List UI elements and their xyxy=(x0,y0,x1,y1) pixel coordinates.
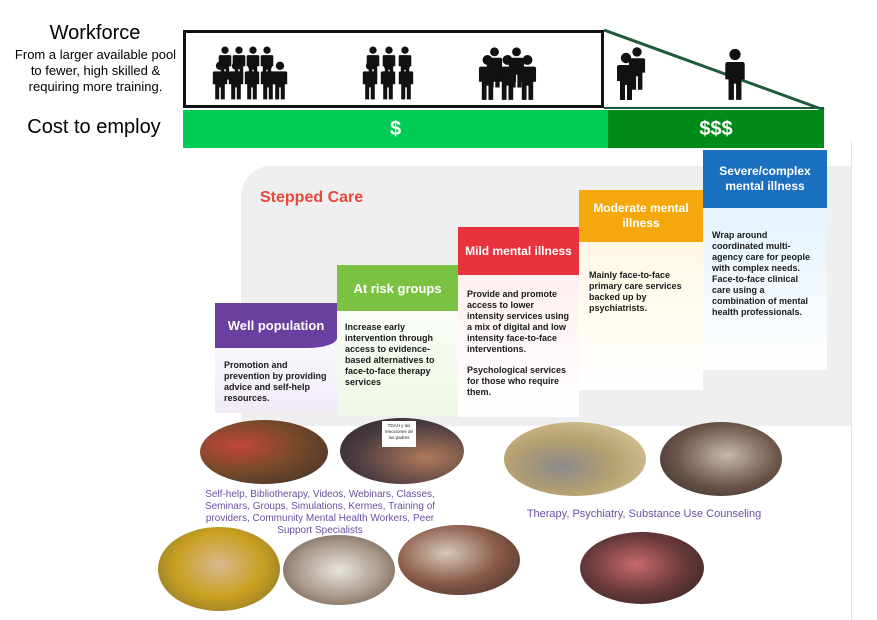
high-intensity-caption: Therapy, Psychiatry, Substance Use Couns… xyxy=(526,508,762,520)
stepped-care-title: Stepped Care xyxy=(260,189,364,206)
step-body-severe-complex-mental-illness: Wrap around coordinated multi-agency car… xyxy=(712,230,811,317)
psychiatry-photo xyxy=(660,422,782,496)
cost-low-bar: $ xyxy=(183,110,608,148)
small-group-icon xyxy=(478,47,537,100)
step-at-risk-groups: At risk groups Increase early interventi… xyxy=(337,265,458,415)
single-person-icon xyxy=(725,48,745,100)
step-body-moderate-mental-illness: Mainly face-to-face primary care service… xyxy=(589,270,682,313)
cost-high-bar: $$$ xyxy=(608,110,824,148)
step-mild-mental-illness: Mild mental illness Provide and promote … xyxy=(458,227,579,417)
step-header-mild-mental-illness: Mild mental illness xyxy=(458,227,579,275)
low-intensity-caption: Self-help, Bibliotherapy, Videos, Webina… xyxy=(204,489,436,536)
therapy-session-photo xyxy=(504,422,646,496)
training-photo xyxy=(398,525,520,595)
workforce-title: Workforce xyxy=(49,22,141,44)
counseling-photo xyxy=(580,532,704,604)
step-moderate-mental-illness: Moderate mental illness Mainly face-to-f… xyxy=(579,190,703,390)
step-header-severe-complex-mental-illness: Severe/complex mental illness xyxy=(703,150,827,208)
step-severe-complex-mental-illness: Severe/complex mental illness Wrap aroun… xyxy=(703,150,827,370)
community-health-workers-photo xyxy=(158,527,280,611)
step-well-population: Well population Promotion and prevention… xyxy=(215,303,337,413)
large-crowd-icon xyxy=(212,46,288,100)
cost-to-employ-label: Cost to employ xyxy=(27,116,161,138)
step-header-well-population: Well population xyxy=(215,303,337,348)
tv-screen-sign: TDAH y las emociones de los padres xyxy=(382,421,416,447)
medium-crowd-icon xyxy=(362,46,414,100)
taper-outline xyxy=(604,28,825,112)
group-class-photo xyxy=(283,535,395,605)
step-header-moderate-mental-illness: Moderate mental illness xyxy=(579,190,703,242)
webinar-photo: TDAH y las emociones de los padres xyxy=(340,418,464,484)
step-body2-mild-mental-illness: Psychological services for those who req… xyxy=(467,365,567,397)
step-body-at-risk-groups: Increase early intervention through acce… xyxy=(345,322,435,387)
step-header-at-risk-groups: At risk groups xyxy=(337,265,458,311)
step-body-well-population: Promotion and prevention by providing ad… xyxy=(224,360,327,403)
workforce-subtitle: From a larger available pool to fewer, h… xyxy=(14,47,177,94)
divider-line xyxy=(851,140,852,620)
community-event-photo xyxy=(200,420,328,484)
step-body-mild-mental-illness: Provide and promote access to lower inte… xyxy=(467,289,570,354)
